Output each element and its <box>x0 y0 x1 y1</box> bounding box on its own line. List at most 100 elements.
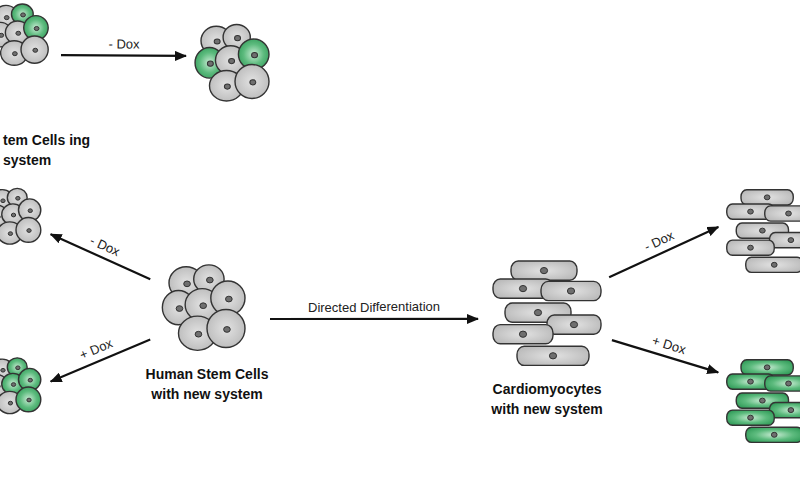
edge-label: Directed Differentiation <box>306 299 442 314</box>
cardiomyocyte <box>517 346 589 365</box>
cell-nucleus <box>27 398 31 402</box>
cell-nucleus <box>748 379 754 384</box>
cell-caption: tem Cells ing system <box>3 130 93 170</box>
cell-nucleus <box>8 232 12 236</box>
arrow-connector <box>51 340 151 382</box>
cell-nucleus <box>760 398 766 403</box>
cell-nucleus <box>4 16 9 20</box>
cell-nucleus <box>195 331 202 337</box>
cardiomyocyte <box>765 206 800 221</box>
arrow-connector <box>609 227 718 277</box>
cell-nucleus <box>28 378 32 382</box>
cell-illustration <box>148 262 266 357</box>
cell-nucleus <box>21 13 26 17</box>
cell-nucleus <box>207 277 214 283</box>
cardiomyocyte <box>765 376 800 391</box>
cardiomyocyte <box>741 360 793 375</box>
cell-nucleus <box>224 84 230 89</box>
cell-nucleus <box>764 365 770 370</box>
cell-nucleus <box>16 31 21 35</box>
cardiomyocyte <box>493 325 553 344</box>
cell-illustration <box>722 160 800 305</box>
cell-illustration <box>722 330 800 475</box>
cell-nucleus <box>176 306 183 312</box>
stem-cell-cluster: Human Stem Cells with new system <box>148 262 266 357</box>
arrow-connector <box>612 340 718 372</box>
cell-nucleus <box>760 228 766 233</box>
cell-nucleus <box>786 211 792 216</box>
cell-nucleus <box>570 321 577 327</box>
cell-nucleus <box>764 195 770 200</box>
stem-cell <box>16 218 41 243</box>
cardiomyocyte <box>746 257 800 272</box>
cell-nucleus <box>771 262 777 267</box>
cell-nucleus <box>16 366 20 370</box>
cardiomyocyte <box>727 410 775 425</box>
edge-label: - Dox <box>640 227 678 255</box>
cell-caption: Human Stem Cells with new system <box>137 364 277 404</box>
cell-nucleus <box>200 303 207 309</box>
cell-nucleus <box>16 196 20 200</box>
cell-nucleus <box>8 401 12 405</box>
cell-nucleus <box>519 331 526 337</box>
cell-illustration <box>0 348 47 426</box>
cell-nucleus <box>748 209 754 214</box>
cell-illustration <box>482 255 612 375</box>
cell-nucleus <box>250 80 256 85</box>
cell-illustration <box>0 2 57 70</box>
cell-nucleus <box>252 53 258 58</box>
cell-nucleus <box>771 432 777 437</box>
cardiomyocyte-cluster <box>722 330 800 475</box>
cell-nucleus <box>0 33 4 37</box>
cell-nucleus <box>1 199 5 203</box>
cell-nucleus <box>34 26 39 30</box>
cardiomyocyte <box>547 315 601 334</box>
cell-illustration <box>190 22 280 107</box>
cardiomyocyte <box>541 281 601 300</box>
cell-nucleus <box>788 238 794 243</box>
stem-cell <box>207 310 245 348</box>
cell-nucleus <box>33 48 38 52</box>
cell-nucleus <box>184 281 191 287</box>
cardiomyocyte <box>727 240 775 255</box>
arrow-connector <box>61 54 186 57</box>
cell-nucleus <box>226 296 233 302</box>
cell-nucleus <box>11 213 15 217</box>
cell-illustration <box>0 180 47 255</box>
stem-cell-cluster <box>190 22 280 107</box>
edge-label: + Dox <box>648 332 689 357</box>
cell-nucleus <box>229 59 235 64</box>
stem-cell <box>235 65 269 99</box>
stem-cell-cluster <box>0 348 47 426</box>
cardiomyocyte <box>746 427 800 442</box>
stem-cell <box>21 36 48 63</box>
cell-nucleus <box>549 353 556 359</box>
stem-cell-cluster: tem Cells ing system <box>0 2 57 70</box>
arrow-connector <box>51 234 151 279</box>
cell-nucleus <box>235 36 241 41</box>
cell-nucleus <box>11 383 15 387</box>
edge-label: + Dox <box>75 335 116 364</box>
cell-nucleus <box>786 381 792 386</box>
cell-nucleus <box>0 215 1 219</box>
cell-caption: Cardiomyocytes with new system <box>482 379 612 419</box>
cell-nucleus <box>567 288 574 294</box>
cell-nucleus <box>0 385 1 389</box>
edge-label: - Dox <box>106 36 141 51</box>
cardiomyocyte <box>511 261 577 280</box>
cell-nucleus <box>1 368 5 372</box>
cell-nucleus <box>214 39 220 44</box>
cell-nucleus <box>13 52 18 56</box>
cardiomyocyte-cluster: Cardiomyocytes with new system <box>482 255 612 375</box>
cell-nucleus <box>27 229 31 233</box>
edge-label: - Dox <box>86 232 124 260</box>
cell-nucleus <box>748 415 754 420</box>
cell-nucleus <box>534 309 541 315</box>
stem-cell <box>16 387 41 412</box>
cell-nucleus <box>540 267 547 273</box>
cardiomyocyte-cluster <box>722 160 800 305</box>
cell-nucleus <box>519 285 526 291</box>
